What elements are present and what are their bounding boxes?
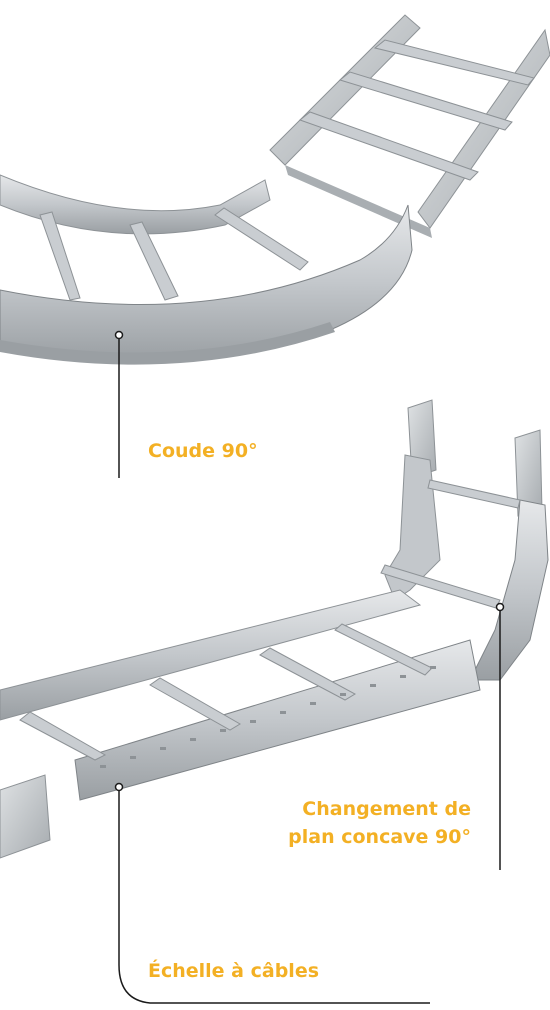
- label-echelle-a-cables: Échelle à câbles: [148, 960, 320, 982]
- label-coude-90: Coude 90°: [148, 440, 258, 462]
- label-changement-line-1: Changement de: [302, 798, 471, 820]
- echelle-leader: [114, 782, 430, 1004]
- label-changement-line-2: plan concave 90°: [288, 826, 471, 848]
- bend-90-curve: [0, 174, 413, 365]
- changement-leader: [495, 602, 505, 870]
- straight-ladder-top: [269, 14, 550, 238]
- bend-90-product-image: [0, 14, 550, 365]
- label-changement-plan-concave: Changement de plan concave 90°: [258, 795, 471, 851]
- coude-leader: [114, 330, 124, 478]
- concave-change-product-image: [0, 399, 549, 859]
